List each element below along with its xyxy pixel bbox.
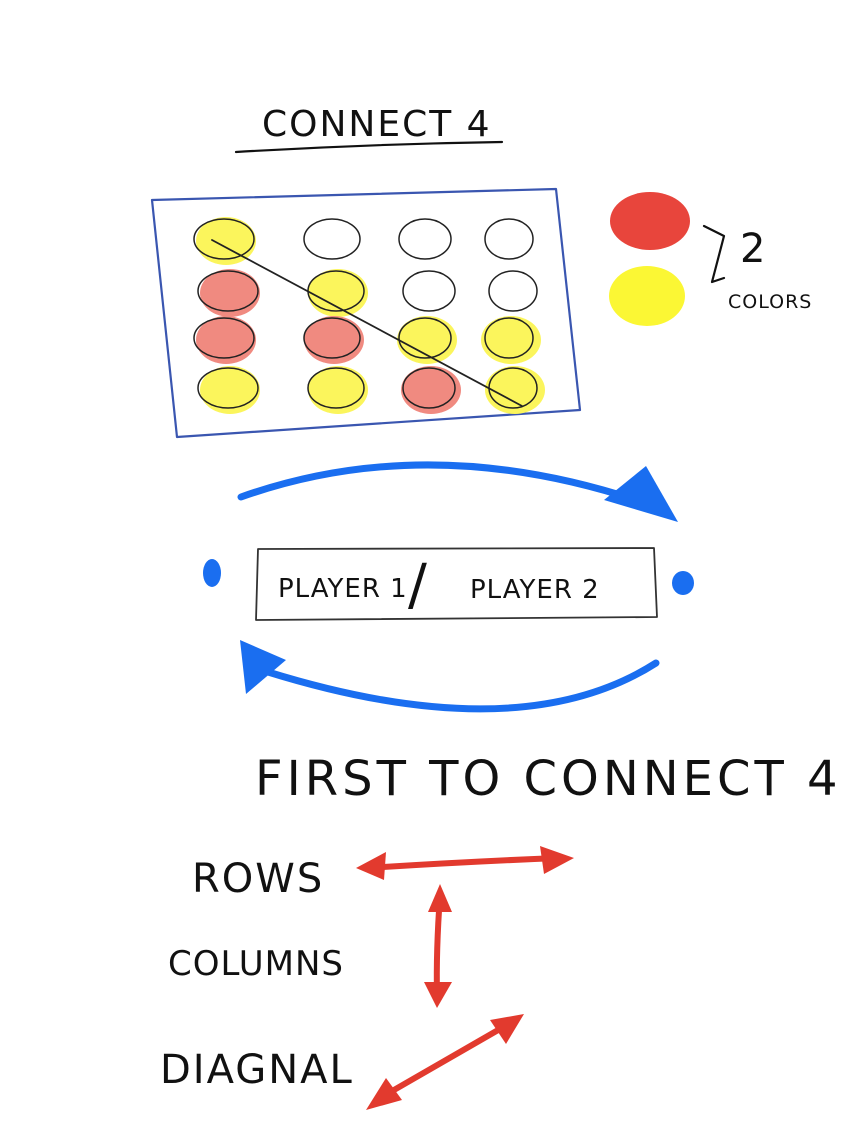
board-cell-empty — [484, 218, 534, 260]
red-color-swatch — [610, 192, 690, 250]
turn-arrowhead-left — [240, 640, 286, 694]
player-separator: / — [408, 553, 427, 618]
board-cell-empty — [402, 270, 456, 312]
board-cell-red — [402, 367, 456, 409]
board-cell-yellow — [307, 367, 365, 409]
board-frame — [150, 187, 582, 439]
disc-fill-red — [401, 366, 461, 414]
colors-label: COLORS — [728, 291, 812, 313]
board-cell-empty — [398, 218, 452, 260]
turn-dot-right — [672, 571, 694, 595]
turn-dot-left — [203, 559, 221, 587]
disc-fill-yellow — [200, 366, 260, 414]
board-cell-red — [197, 270, 259, 312]
disc-fill-yellow — [481, 316, 541, 364]
board-cell-empty — [488, 270, 538, 312]
disc-fill-yellow — [397, 316, 457, 364]
board-cell-empty — [303, 218, 361, 260]
columns-double-arrow — [424, 884, 452, 1008]
player-2-label: PLAYER 2 — [470, 575, 600, 605]
disc-fill-red — [200, 269, 260, 317]
turn-arrowhead-right — [604, 466, 678, 522]
winning-diagonal-line — [211, 239, 523, 407]
colors-count: 2 — [740, 226, 767, 272]
board-cell-yellow — [197, 367, 259, 409]
board-cell-red — [303, 317, 361, 359]
diagonal-double-arrow — [366, 1014, 524, 1110]
disc-fill-yellow — [196, 217, 256, 265]
win-rule: FIRST TO CONNECT 4 — [255, 751, 842, 807]
rows-double-arrow — [356, 846, 574, 880]
title: CONNECT 4 — [262, 104, 492, 145]
disc-fill-yellow — [308, 269, 368, 317]
disc-fill-red — [196, 316, 256, 364]
rows-label: ROWS — [192, 856, 324, 902]
board-grid — [193, 217, 545, 414]
columns-label: COLUMNS — [168, 944, 344, 984]
player-1-label: PLAYER 1 — [278, 574, 408, 604]
colors-brace — [702, 224, 726, 284]
title-underline — [234, 140, 504, 154]
board-cell-yellow — [193, 218, 255, 260]
board-cell-yellow — [398, 317, 452, 359]
player-turn-box — [255, 547, 658, 621]
board-cell-red — [193, 317, 255, 359]
turn-arrow-bottom — [264, 659, 660, 713]
board-cell-yellow — [484, 317, 534, 359]
diagonal-label: DIAGNAL — [160, 1047, 354, 1093]
turn-arrow-top — [237, 461, 649, 507]
disc-fill-red — [304, 316, 364, 364]
disc-fill-yellow — [308, 366, 368, 414]
yellow-color-swatch — [609, 266, 685, 326]
